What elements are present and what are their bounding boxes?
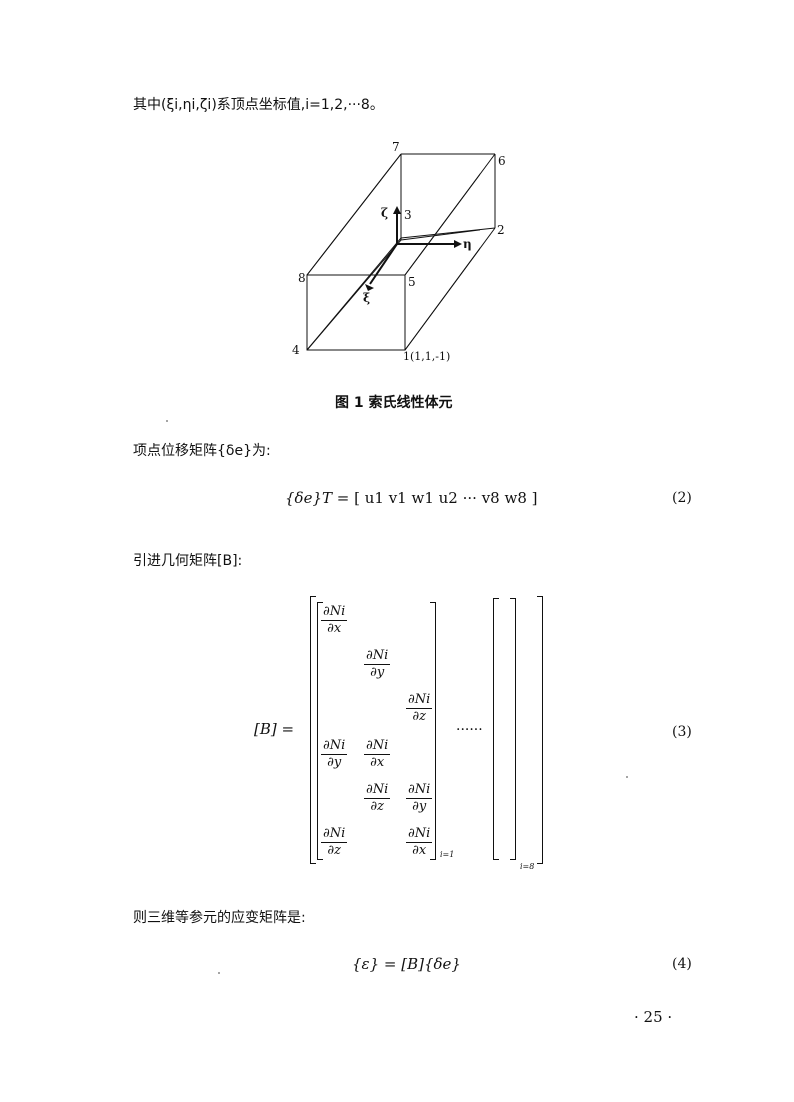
vertex-label-4: 4 xyxy=(292,343,300,357)
eq3-number: (3) xyxy=(672,724,692,740)
frac-dN-dz-r5: ∂Ni ∂z xyxy=(364,782,391,814)
vertex-label-7: 7 xyxy=(392,140,400,154)
outer-left-bracket xyxy=(310,596,316,864)
block1-left-bracket xyxy=(317,602,323,860)
vertex-label-2: 2 xyxy=(497,223,505,237)
geometric-matrix-text: 引进几何矩阵[B]: xyxy=(133,553,243,569)
block8-right-bracket xyxy=(510,598,516,860)
frac-dN-dx-r1: ∂Ni ∂x xyxy=(321,604,348,636)
eq3-lhs: [B] = xyxy=(254,720,295,738)
strain-text: 则三维等参元的应变矩阵是: xyxy=(133,910,306,926)
frac-dN-dy-r4: ∂Ni ∂y xyxy=(321,738,348,770)
figure-caption: 图 1 索氏线性体元 xyxy=(335,395,453,411)
eq2-rhs: = [ u1 v1 w1 u2 ··· v8 w8 ] xyxy=(336,489,538,507)
vertex-label-3: 3 xyxy=(404,208,412,222)
block1-index: i=1 xyxy=(440,850,455,859)
axes-overlay xyxy=(306,153,496,351)
vertex-label-5: 5 xyxy=(408,275,416,289)
frac-dN-dx-r4: ∂Ni ∂x xyxy=(364,738,391,770)
outer-right-bracket xyxy=(537,596,543,864)
eq2-lhs: {δe}T xyxy=(285,489,332,507)
vertex-label-8: 8 xyxy=(298,271,306,285)
block8-left-bracket xyxy=(493,598,499,860)
zeta-label: ζ xyxy=(381,206,389,220)
block1-right-bracket xyxy=(430,602,436,860)
frac-dN-dy-r5: ∂Ni ∂y xyxy=(406,782,433,814)
block8-index: i=8 xyxy=(520,862,535,871)
intro-text: 其中(ξi,ηi,ζi)系顶点坐标值,i=1,2,···8。 xyxy=(133,97,384,113)
xi-label: ξ xyxy=(363,291,371,305)
displacement-text: 项点位移矩阵{δe}为: xyxy=(133,443,271,459)
xi-axis xyxy=(369,243,398,285)
frac-dN-dz-r6: ∂Ni ∂z xyxy=(321,826,348,858)
frac-dN-dz-r3: ∂Ni ∂z xyxy=(406,692,433,724)
eq2-number: (2) xyxy=(672,490,692,506)
equation-2: {δe}T = [ u1 v1 w1 u2 ··· v8 w8 ] xyxy=(285,489,537,507)
frac-dN-dy-r2: ∂Ni ∂y xyxy=(364,648,391,680)
frac-dN-dx-r6: ∂Ni ∂x xyxy=(406,826,433,858)
equation-4: {ε} = [B]{δe} xyxy=(352,955,461,973)
vertex-label-6: 6 xyxy=(498,154,506,168)
page-number: · 25 · xyxy=(634,1008,673,1026)
front-face xyxy=(306,274,406,351)
vertex-label-1: 1(1,1,-1) xyxy=(403,350,451,363)
eq3-dots: ······ xyxy=(456,722,483,738)
eta-label: η xyxy=(463,237,472,251)
eq4-number: (4) xyxy=(672,956,692,972)
